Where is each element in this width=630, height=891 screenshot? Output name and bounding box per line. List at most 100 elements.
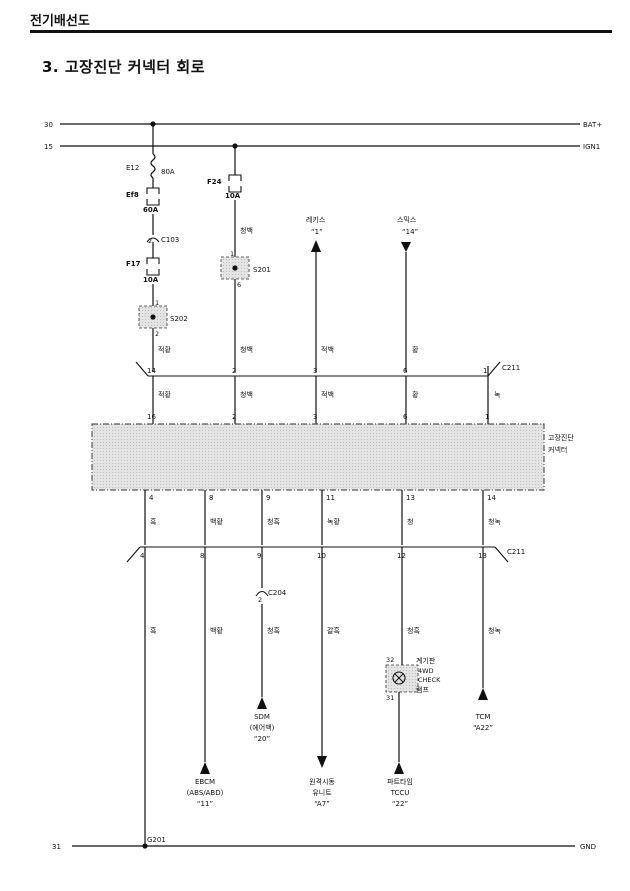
svg-text:C204: C204 (268, 589, 287, 597)
svg-text:60A: 60A (143, 206, 159, 214)
svg-text:(ABS/ABD): (ABS/ABD) (187, 789, 224, 797)
diagnostic-connector: 고장진단 커넥터 (91, 423, 574, 491)
svg-text:백황: 백황 (210, 626, 223, 635)
svg-text:TCCU: TCCU (390, 789, 410, 797)
svg-text:31: 31 (52, 843, 61, 851)
svg-text:S202: S202 (170, 315, 188, 323)
page-header: 전기배선도 (30, 14, 90, 29)
section-title: 3. 고장진단 커넥터 회로 (42, 58, 206, 76)
svg-text:8: 8 (209, 494, 213, 502)
upper-wire-set: 적황 청백 적백 황 녹 16 2 3 6 1 (147, 366, 501, 424)
arrow-down-icon (317, 756, 327, 768)
cluster-lamp-box (385, 664, 419, 693)
arrow-up-icon (394, 762, 404, 774)
svg-text:2: 2 (258, 596, 262, 604)
svg-text:“22”: “22” (392, 800, 408, 808)
svg-text:“11”: “11” (197, 800, 213, 808)
svg-text:(에어백): (에어백) (250, 723, 275, 732)
svg-text:SDM: SDM (254, 713, 270, 721)
svg-text:2: 2 (155, 330, 159, 338)
svg-text:적황: 적황 (158, 390, 171, 399)
bat-rail: 30 BAT+ (44, 121, 602, 129)
svg-text:4WD: 4WD (418, 667, 434, 675)
svg-text:“20”: “20” (254, 735, 270, 743)
svg-text:원격시동: 원격시동 (309, 777, 335, 786)
svg-text:“14”: “14” (402, 228, 418, 236)
lower-wire-set: 4 8 9 11 13 14 흑 백황 청흑 녹황 청 청녹 (144, 490, 501, 545)
column-rekis: 레키스 “1” 적백 (306, 215, 334, 372)
ign-rail: 15 IGN1 (44, 143, 600, 151)
svg-text:9: 9 (266, 494, 270, 502)
svg-text:갈흑: 갈흑 (327, 626, 340, 635)
fuse-icon (228, 174, 242, 193)
branch-ebcm: 백황 EBCM (ABS/ABD) “11” (187, 547, 224, 808)
svg-text:G201: G201 (147, 836, 166, 844)
svg-text:TCM: TCM (475, 713, 491, 721)
svg-text:적황: 적황 (158, 345, 171, 354)
svg-text:4: 4 (140, 552, 145, 560)
svg-text:10A: 10A (143, 276, 159, 284)
svg-text:F24: F24 (207, 178, 222, 186)
svg-text:1: 1 (483, 367, 487, 375)
arrow-up-icon (200, 762, 210, 774)
svg-text:황: 황 (412, 390, 419, 399)
svg-text:녹: 녹 (494, 391, 501, 399)
svg-text:2: 2 (148, 237, 152, 245)
svg-text:CHECK: CHECK (418, 676, 441, 684)
svg-text:“A22”: “A22” (473, 724, 493, 732)
lamp-icon (392, 671, 406, 685)
fusible-link-icon (150, 153, 156, 179)
svg-text:황: 황 (412, 345, 419, 354)
branch-remote-start: 갈흑 원격시동 유니트 “A7” (309, 547, 340, 808)
svg-text:백황: 백황 (210, 517, 223, 526)
svg-text:계기판: 계기판 (416, 656, 436, 665)
svg-text:15: 15 (44, 143, 53, 151)
svg-text:IGN1: IGN1 (583, 143, 600, 151)
svg-text:6: 6 (237, 281, 241, 289)
svg-text:10A: 10A (225, 192, 241, 200)
svg-text:C211: C211 (502, 364, 520, 372)
arrow-up-icon (257, 697, 267, 709)
arrow-down-icon (401, 242, 411, 252)
svg-text:2: 2 (232, 367, 236, 375)
svg-text:파트타임: 파트타임 (387, 777, 413, 786)
svg-text:16: 16 (147, 413, 156, 421)
svg-text:6: 6 (403, 367, 408, 375)
branch-tcm: 청녹 TCM “A22” (473, 547, 501, 732)
svg-text:“1”: “1” (311, 228, 323, 236)
svg-text:14: 14 (487, 494, 496, 502)
fuse-icon (146, 187, 160, 206)
svg-text:1: 1 (155, 299, 159, 307)
svg-text:BAT+: BAT+ (583, 121, 602, 129)
svg-text:13: 13 (406, 494, 415, 502)
svg-text:스믹스: 스믹스 (397, 215, 417, 224)
connector-c211-lower: C211 4 8 9 10 12 13 (126, 546, 525, 563)
svg-text:유니트: 유니트 (312, 788, 332, 797)
svg-text:3: 3 (313, 413, 317, 421)
svg-text:흑: 흑 (150, 626, 157, 635)
svg-text:램프: 램프 (416, 686, 429, 694)
svg-text:14: 14 (147, 367, 156, 375)
svg-text:적백: 적백 (321, 390, 334, 399)
svg-text:30: 30 (44, 121, 53, 129)
svg-text:녹황: 녹황 (327, 517, 340, 526)
svg-text:F17: F17 (126, 260, 141, 268)
svg-text:80A: 80A (161, 168, 175, 176)
svg-text:“A7”: “A7” (314, 800, 330, 808)
header-rule (30, 30, 612, 33)
svg-text:11: 11 (326, 494, 335, 502)
svg-text:청흑: 청흑 (267, 517, 280, 526)
svg-text:3: 3 (313, 367, 317, 375)
arrow-up-icon (478, 688, 488, 700)
svg-text:흑: 흑 (150, 517, 157, 526)
arrow-up-icon (311, 240, 321, 252)
svg-text:커넥터: 커넥터 (548, 445, 567, 454)
svg-text:청흑: 청흑 (267, 626, 280, 635)
svg-text:6: 6 (403, 413, 408, 421)
svg-text:C211: C211 (507, 548, 525, 556)
gnd-rail: 31 GND (52, 843, 596, 851)
svg-text:S201: S201 (253, 266, 271, 274)
svg-text:청백: 청백 (240, 390, 253, 399)
svg-text:31: 31 (386, 694, 394, 702)
